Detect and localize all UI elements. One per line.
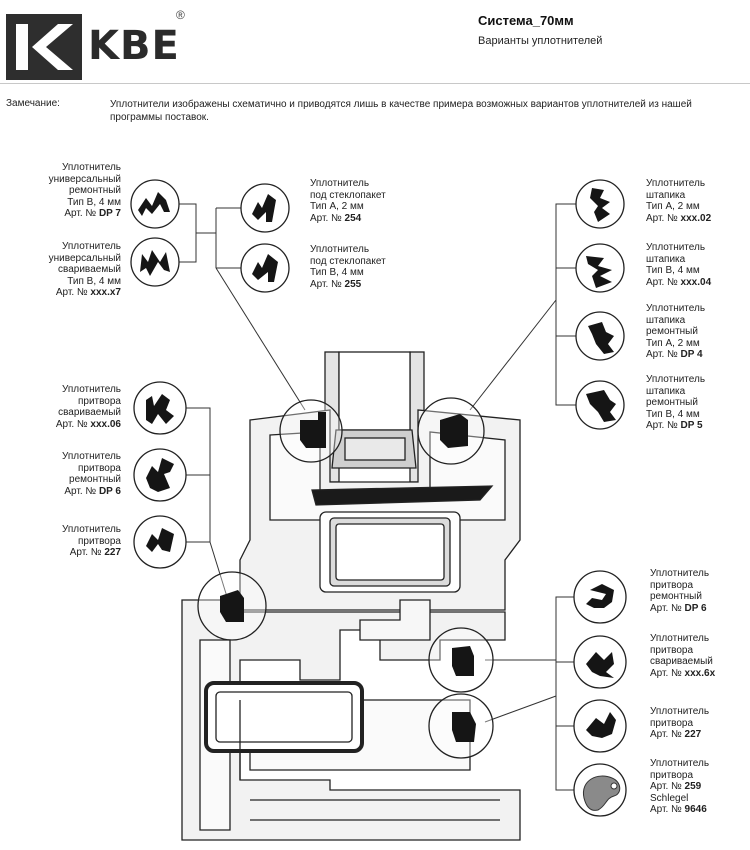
page-title: Система_70мм [478,13,574,28]
seal-label-xxx-6x: Уплотнитель притвора свариваемый Арт. № … [650,633,716,679]
art-number: DP 4 [680,349,703,361]
art-number: xxx.6x [684,667,716,679]
seal-icon-dp6-left [133,448,187,502]
leader-lines [169,203,577,791]
art-number-schlegel: 9646 [684,804,707,816]
seal-label-dp6-left: Уплотнитель притвора ремонтный Арт. № DP… [61,451,121,497]
profile-seals [220,412,476,742]
seal-icon-dp7 [130,179,180,229]
seal-icon-259-schlegel [573,763,627,817]
art-number: xxx.06 [90,418,121,430]
seal-label-xxx-06: Уплотнитель притвора свариваемый Арт. № … [55,384,121,430]
seal-icon-xxx-02 [575,179,625,229]
seal-label-227-left: Уплотнитель притвора Арт. № 227 [61,524,121,559]
kbe-logo-mark [6,14,82,80]
art-number: 254 [344,212,362,224]
seal-label-xxx-x7: Уплотнитель универсальный сваривaемый Ти… [48,241,121,299]
art-number: xxx.04 [680,276,712,288]
seal-icon-dp4 [575,311,625,361]
seal-icon-227-left [133,515,187,569]
seal-label-227-right: Уплотнитель притвора Арт. № 227 [650,706,710,741]
seal-label-dp7: Уплотнитель универсальный ремонтный Тип … [48,162,121,220]
art-number: 227 [104,547,121,559]
seal-label-xxx-04: Уплотнитель штапика Тип B, 4 мм Арт. № x… [646,242,712,288]
seal-label-xxx-02: Уплотнитель штапика Тип А, 2 мм Арт. № x… [646,178,712,224]
seal-icon-dp6-right [573,570,627,624]
art-number: 259 [684,781,702,793]
seal-icon-xxx-04 [575,243,625,293]
seal-icon-255 [240,243,290,293]
note-text: Уплотнители изображены схематично и прив… [110,99,692,123]
art-number: DP 6 [684,602,707,614]
art-number: DP 7 [98,208,121,220]
header-divider [0,83,750,84]
seal-icon-xxx-x7 [130,237,180,287]
seal-icon-227-right [573,699,627,753]
seal-label-255: Уплотнитель под стеклопакет Тип B, 4 мм … [310,244,386,290]
art-number: xxx.02 [680,212,712,224]
art-number: 255 [344,278,362,290]
seal-icon-254 [240,183,290,233]
seal-label-254: Уплотнитель под стеклопакет Тип А, 2 мм … [310,178,386,224]
seal-label-dp5: Уплотнитель штапика ремонтный Тип B, 4 м… [646,374,706,432]
seal-label-dp4: Уплотнитель штапика ремонтный Тип А, 2 м… [646,303,706,361]
seal-icon-xxx-6x [573,635,627,689]
seal-icon-dp5 [575,380,625,430]
seal-label-dp6-right: Уплотнитель притвора ремонтный Арт. № DP… [650,568,710,614]
brand-name: KBE [88,23,180,69]
note-label: Замечание: [6,98,60,109]
registered-mark: ® [176,8,185,22]
profile-cross-section [181,351,521,841]
art-number: xxx.x7 [90,287,121,299]
seal-label-259-schlegel: Уплотнитель притвора Арт. № 259 Schlegel… [650,758,710,816]
page-subtitle: Варианты уплотнителей [478,35,603,47]
art-number: DP 5 [680,420,703,432]
art-number: 227 [684,729,702,741]
art-number: DP 6 [98,485,121,497]
seal-icon-xxx-06 [133,381,187,435]
